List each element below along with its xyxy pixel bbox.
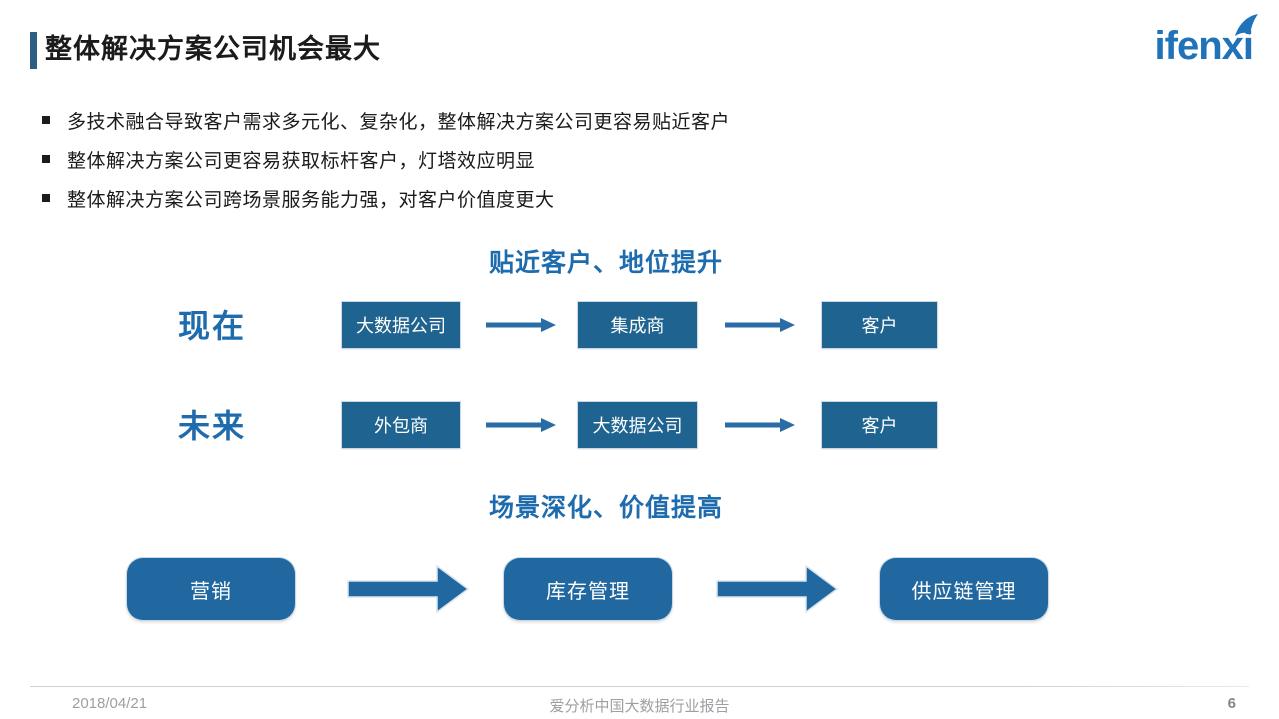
bullet-item: 整体解决方案公司跨场景服务能力强，对客户价值度更大	[42, 185, 1042, 211]
flow-box-bigdata-company: 大数据公司	[578, 402, 697, 448]
bullet-square-icon	[42, 116, 50, 124]
footer-report-title: 爱分析中国大数据行业报告	[549, 698, 730, 715]
logo-flag-icon	[1235, 14, 1258, 36]
right-arrow-icon	[486, 418, 556, 432]
flow-box-integrator: 集成商	[578, 302, 697, 348]
bullet-text: 整体解决方案公司更容易获取标杆客户，灯塔效应明显	[67, 151, 536, 172]
row-label-now: 现在	[178, 308, 247, 344]
bullet-text: 整体解决方案公司跨场景服务能力强，对客户价值度更大	[67, 190, 555, 211]
footer-page-number: 6	[1227, 695, 1236, 712]
scene-box-supply-chain-management: 供应链管理	[880, 558, 1048, 620]
bullet-square-icon	[42, 155, 50, 163]
ifenxi-logo: ifenxi	[1141, 14, 1258, 76]
bullet-item: 多技术融合导致客户需求多元化、复杂化，整体解决方案公司更容易贴近客户	[42, 107, 1042, 133]
scene-box-inventory-management: 库存管理	[504, 558, 672, 620]
footer-divider	[30, 686, 1249, 687]
page-title: 整体解决方案公司机会最大	[45, 34, 381, 64]
block-right-arrow-icon	[347, 564, 469, 614]
right-arrow-icon	[486, 318, 556, 332]
row-label-future: 未来	[178, 408, 247, 444]
diagram2-title: 场景深化、价值提高	[488, 494, 723, 522]
bullet-item: 整体解决方案公司更容易获取标杆客户，灯塔效应明显	[42, 146, 1042, 172]
right-arrow-icon	[725, 318, 795, 332]
scene-box-marketing: 营销	[127, 558, 295, 620]
title-accent-bar	[30, 32, 37, 69]
bullet-text: 多技术融合导致客户需求多元化、复杂化，整体解决方案公司更容易贴近客户	[67, 112, 731, 133]
flow-box-customer: 客户	[822, 402, 937, 448]
flow-box-outsourcer: 外包商	[342, 402, 460, 448]
flow-box-bigdata-company: 大数据公司	[342, 302, 460, 348]
flow-box-customer: 客户	[822, 302, 937, 348]
bullet-square-icon	[42, 194, 50, 202]
footer-date: 2018/04/21	[72, 695, 148, 712]
right-arrow-icon	[725, 418, 795, 432]
block-right-arrow-icon	[716, 564, 838, 614]
diagram1-title: 贴近客户、地位提升	[488, 249, 723, 277]
